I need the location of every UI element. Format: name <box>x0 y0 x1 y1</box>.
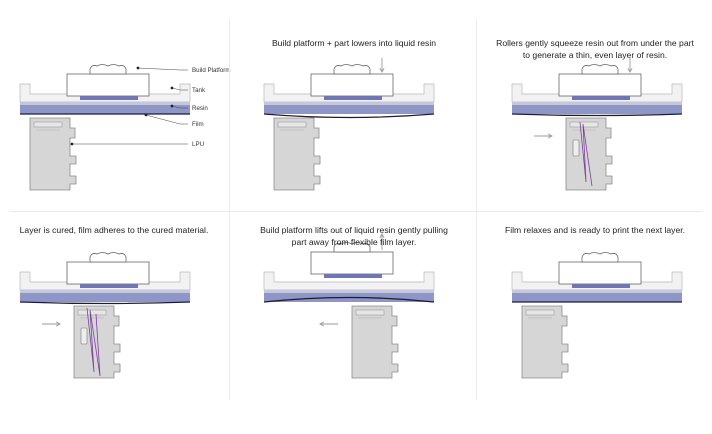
resin-surface <box>20 102 190 105</box>
laser-beam-path <box>579 121 593 187</box>
label-text-tank: Tank <box>192 87 206 94</box>
panel-step-6 <box>511 252 683 379</box>
caption-step-5: Build platform lifts out of liquid resin… <box>260 225 448 247</box>
build-platform <box>310 251 394 275</box>
lpu-body <box>273 117 321 191</box>
platform-knob <box>581 64 619 75</box>
divider-horizontal <box>10 211 702 212</box>
build-platform <box>310 73 394 97</box>
arrow-down-icon <box>627 58 633 73</box>
panel-step-3 <box>511 58 683 191</box>
label-resin: Resin <box>170 104 208 112</box>
resin-surface <box>512 102 682 105</box>
resin-surface <box>512 290 682 293</box>
lpu-top-rail <box>277 121 307 128</box>
printed-part <box>572 284 630 288</box>
lpu-top-rail <box>355 309 385 316</box>
label-text-resin: Resin <box>192 105 208 112</box>
lpu-body <box>521 305 569 379</box>
lpu-unit <box>73 305 121 379</box>
lpu-unit <box>273 117 321 191</box>
arrow-right-icon <box>534 133 553 139</box>
label-film: Film <box>144 113 204 128</box>
roller-icon <box>80 327 88 345</box>
label-text-lpu: LPU <box>192 141 204 148</box>
lpu-top-rail <box>569 121 599 128</box>
laser-beam-path <box>86 307 101 377</box>
platform-knob <box>581 252 619 263</box>
build-platform <box>66 73 150 97</box>
label-build-platform: Build Platform <box>136 66 231 74</box>
arrow-down-icon <box>379 58 385 73</box>
printed-part <box>324 96 382 100</box>
divider-vertical-1 <box>229 20 230 400</box>
lpu-top-rail <box>77 309 107 316</box>
panel-step-2 <box>263 58 435 191</box>
lpu-unit <box>565 117 613 191</box>
lpu-unit <box>29 117 77 191</box>
lpu-body <box>73 305 121 379</box>
lpu-body <box>351 305 399 379</box>
lpu-body <box>565 117 613 191</box>
label-text-build-platform: Build Platform <box>192 67 231 74</box>
resin-surface <box>20 290 190 293</box>
build-platform <box>558 261 642 285</box>
film <box>263 296 435 303</box>
lpu-top-rail <box>33 121 63 128</box>
label-lpu: LPU <box>70 141 204 148</box>
panel-step-5 <box>263 233 435 379</box>
lpu-unit <box>351 305 399 379</box>
printed-part <box>324 274 382 278</box>
film <box>19 301 191 305</box>
arrow-up-icon <box>379 233 385 250</box>
label-tank: Tank <box>170 86 206 94</box>
caption-step-4: Layer is cured, film adheres to the cure… <box>19 225 209 235</box>
roller-icon <box>572 139 580 157</box>
build-platform <box>66 261 150 285</box>
platform-knob <box>333 242 371 253</box>
resin-surface <box>264 290 434 293</box>
lpu-top-rail <box>525 309 555 316</box>
arrow-right-icon <box>42 321 61 327</box>
film <box>511 113 683 117</box>
platform-knob <box>333 64 371 75</box>
printed-part <box>572 96 630 100</box>
film <box>263 113 435 119</box>
platform-knob <box>89 64 127 75</box>
caption-step-2: Build platform + part lowers into liquid… <box>271 38 437 48</box>
build-platform <box>558 73 642 97</box>
label-text-film: Film <box>192 121 204 128</box>
caption-step-6: Film relaxes and is ready to print the n… <box>504 225 686 235</box>
divider-vertical-2 <box>476 20 477 400</box>
panel-step-4 <box>19 252 191 379</box>
printed-part <box>80 96 138 100</box>
lpu-unit <box>521 305 569 379</box>
platform-knob <box>89 252 127 263</box>
resin-surface <box>264 102 434 105</box>
arrow-left-icon <box>319 321 338 327</box>
printed-part <box>80 284 138 288</box>
lpu-body <box>29 117 77 191</box>
caption-step-3: Rollers gently squeeze resin out from un… <box>496 38 694 60</box>
